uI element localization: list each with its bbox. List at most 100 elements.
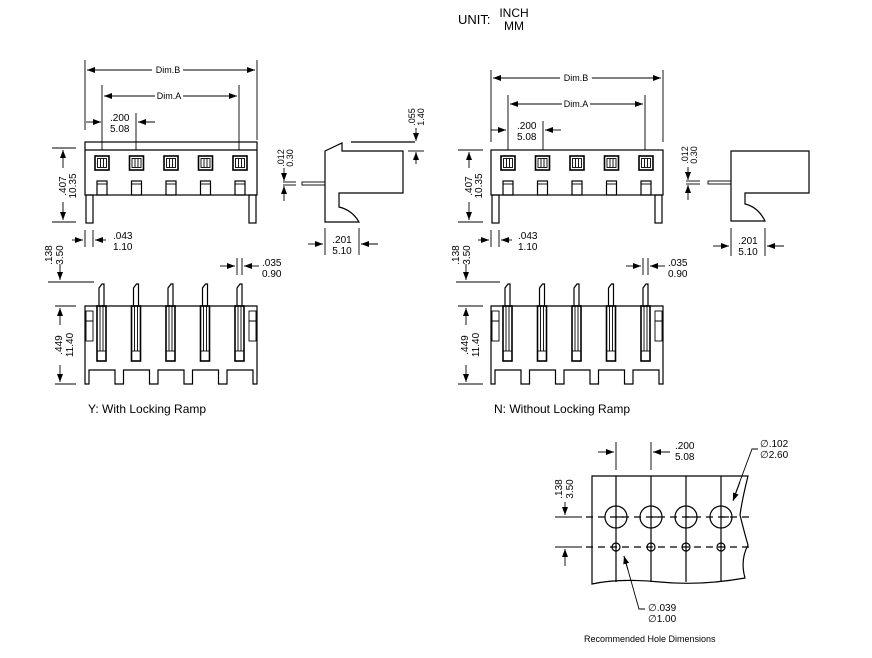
pin-thickness-inch: .035 (262, 258, 282, 269)
contact-cavity (500, 155, 516, 196)
pin (536, 283, 548, 362)
row-spacing-inch: .138 (554, 479, 565, 499)
unit-primary: INCH (499, 6, 528, 20)
bottom-view (84, 283, 258, 385)
side-width-inch: .201 (332, 235, 352, 246)
height-inch: .407 (58, 176, 69, 196)
side-pin-mm: 0.30 (689, 146, 699, 164)
contact-cavity (638, 155, 654, 196)
pin (199, 283, 211, 362)
pin (640, 283, 651, 362)
contact-cavity (232, 155, 248, 196)
contact-cavity (94, 155, 110, 196)
height-mm: 10.35 (474, 173, 485, 198)
contact-cavity (569, 155, 585, 196)
pin-tail-inch: .138 (451, 245, 462, 265)
hole-pitch-mm: 5.08 (675, 452, 695, 463)
side-pin-inch: .012 (276, 149, 286, 167)
pin-thickness-mm: 0.90 (668, 269, 688, 280)
pitch-inch: .200 (110, 113, 130, 124)
hole-pattern: .200 5.08 .138 3.50 ∅.102 ∅2.60 ∅.039 ∅1… (554, 439, 789, 644)
pitch-dim: .200 5.08 (491, 121, 561, 150)
unit-label: UNIT: (458, 12, 491, 27)
body-depth-mm: 11.40 (65, 332, 76, 357)
bottom-body (490, 305, 664, 385)
body-depth-inch: .449 (54, 335, 65, 355)
pin-thickness-inch: .035 (668, 258, 688, 269)
pin (234, 283, 245, 362)
pitch-inch: .200 (517, 121, 537, 132)
pin-width-dim: .043 1.10 (72, 230, 133, 253)
pin-thickness-dim: .035 0.90 (626, 258, 688, 280)
side-width-inch: .201 (738, 236, 758, 247)
side-width-mm: 5.10 (738, 247, 758, 258)
pin-thickness-mm: 0.90 (262, 269, 282, 280)
side-ramp-mm: 1.40 (416, 108, 426, 126)
pin (96, 283, 107, 362)
side-pin-inch: .012 (680, 146, 690, 164)
dim-a-label: Dim.A (564, 99, 589, 109)
dim-b: Dim.B (84, 60, 258, 140)
contact-cavity (603, 155, 620, 196)
dim-a: Dim.A (101, 85, 240, 150)
hole-pitch-inch: .200 (675, 441, 695, 452)
pin (165, 283, 176, 362)
bottom-body (84, 305, 258, 385)
height-dim: .407 10.35 (458, 149, 485, 223)
pin-tail-dim: .138 3.50 (451, 245, 500, 283)
large-hole-inch: ∅.102 (760, 439, 789, 450)
pin (502, 283, 513, 362)
pin-tail-inch: .138 (44, 245, 55, 265)
hole-caption: Recommended Hole Dimensions (584, 634, 716, 644)
dim-a: Dim.A (507, 95, 646, 150)
body-depth-dim: .449 11.40 (54, 305, 76, 385)
contact-cavity (128, 155, 145, 196)
pin (605, 283, 617, 362)
contact-cavity (197, 155, 214, 196)
dim-a-label: Dim.A (157, 91, 182, 101)
small-hole-mm: ∅1.00 (648, 614, 677, 625)
side-view-with-ramp: .012 0.30 .055 1.40 .201 5.10 (276, 108, 426, 257)
pin-tail-dim: .138 3.50 (44, 245, 94, 283)
pin-width-inch: .043 (518, 231, 538, 242)
pitch-dim: .200 5.08 (86, 113, 155, 150)
dim-b-label: Dim.B (156, 65, 181, 75)
side-pin-mm: 0.30 (285, 149, 295, 167)
pin-tail-mm: 3.50 (462, 245, 473, 265)
front-view (84, 141, 258, 224)
height-mm: 10.35 (68, 173, 79, 198)
caption-with-ramp: Y: With Locking Ramp (88, 402, 206, 416)
unit-legend: UNIT: INCH MM (458, 6, 529, 33)
bottom-view (490, 283, 664, 385)
view-with-ramp: Dim.B Dim.A .200 5.08 (44, 60, 426, 416)
pin-thickness-dim: .035 0.90 (220, 258, 282, 280)
pin-tail-mm: 3.50 (55, 245, 66, 265)
pin (571, 283, 582, 362)
side-ramp-inch: .055 (407, 108, 417, 126)
caption-without-ramp: N: Without Locking Ramp (494, 402, 630, 416)
body-depth-dim: .449 11.40 (458, 305, 483, 385)
pin-width-mm: 1.10 (518, 242, 538, 253)
dim-b-label: Dim.B (564, 73, 589, 83)
side-view-without-ramp: .012 0.30 .201 5.10 (680, 146, 810, 258)
contact-cavity (534, 155, 551, 196)
unit-secondary: MM (504, 19, 524, 33)
body-depth-inch: .449 (460, 335, 471, 355)
large-hole-mm: ∅2.60 (760, 450, 789, 461)
row-spacing-mm: 3.50 (565, 479, 576, 499)
height-inch: .407 (464, 176, 475, 196)
height-dim: .407 10.35 (52, 147, 79, 223)
pitch-mm: 5.08 (110, 124, 130, 135)
side-width-mm: 5.10 (332, 246, 352, 257)
body-depth-mm: 11.40 (471, 332, 482, 357)
view-without-ramp: Dim.B Dim.A .200 5.08 .407 (451, 70, 810, 416)
pin-width-mm: 1.10 (113, 242, 133, 253)
contact-cavity (163, 155, 179, 196)
pin (130, 283, 142, 362)
pin-width-dim: .043 1.10 (478, 230, 538, 253)
small-hole-inch: ∅.039 (648, 603, 677, 614)
pin-width-inch: .043 (113, 231, 133, 242)
pitch-mm: 5.08 (517, 132, 537, 143)
front-view (490, 149, 664, 224)
